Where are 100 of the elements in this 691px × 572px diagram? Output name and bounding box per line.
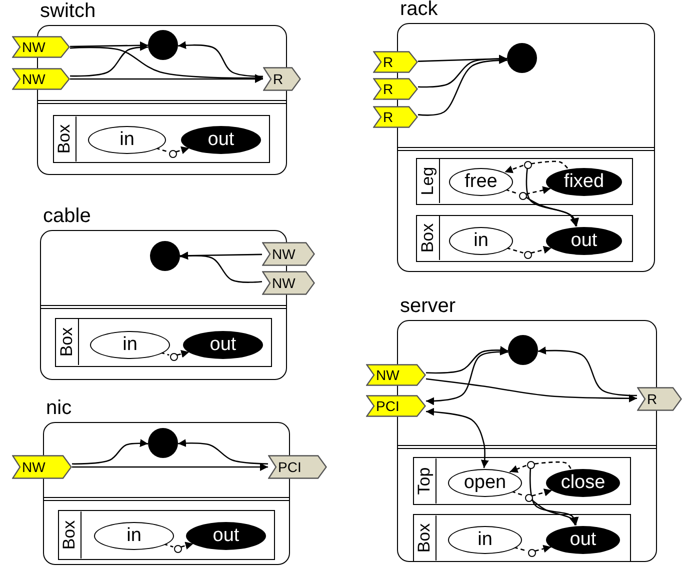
state-ellipse <box>88 126 166 154</box>
arrow <box>525 196 579 226</box>
state-label: fixed <box>564 171 604 193</box>
port-label: PCI <box>278 458 302 477</box>
arrow <box>526 186 551 195</box>
connector-line <box>160 352 170 356</box>
arrow <box>509 464 527 473</box>
port-label: R <box>383 53 394 72</box>
arrow <box>530 498 578 526</box>
junction-circle <box>528 549 536 557</box>
state-label: in <box>120 129 134 151</box>
junction-circle <box>519 192 527 200</box>
state-label: in <box>122 334 138 356</box>
arrow <box>178 439 268 464</box>
junction-circle <box>524 251 532 259</box>
connector-line <box>514 546 528 552</box>
state-label: open <box>464 472 506 494</box>
region-box <box>53 115 270 163</box>
port-tab <box>12 36 70 58</box>
state-ellipse <box>546 168 622 196</box>
port-label: NW <box>22 38 46 57</box>
state-label: in <box>474 230 488 252</box>
junction-circle <box>174 545 182 553</box>
port-tab <box>263 67 301 91</box>
junction-circle <box>527 461 535 469</box>
port-label: NW <box>376 366 400 385</box>
state-ellipse <box>448 526 522 554</box>
arrow <box>526 168 578 226</box>
state-label: out <box>210 334 236 356</box>
state-dot <box>508 335 538 365</box>
region-box <box>55 318 272 367</box>
arrow <box>72 463 268 471</box>
state-ellipse <box>183 331 263 359</box>
region-box <box>413 457 631 505</box>
state-label: out <box>208 129 234 151</box>
region-box <box>416 158 633 205</box>
region-label: Leg <box>416 159 440 203</box>
arrow <box>529 468 579 526</box>
port-label: R <box>647 390 658 409</box>
arrow <box>72 439 148 465</box>
port-tab <box>373 106 418 128</box>
state-label: out <box>212 525 240 547</box>
port-label: NW <box>272 245 296 264</box>
port-tab <box>268 455 327 479</box>
region-label: Box <box>52 116 76 161</box>
junction-circle <box>524 161 532 169</box>
port-tab <box>262 271 315 295</box>
arrow <box>426 346 508 374</box>
arrow <box>426 408 489 468</box>
arrow <box>418 54 508 63</box>
arrow <box>70 41 148 50</box>
connector-line <box>506 247 524 254</box>
port-tab <box>366 364 426 386</box>
state-ellipse <box>90 331 170 359</box>
state-dot <box>148 428 178 458</box>
state-label: free <box>464 171 498 193</box>
state-ellipse <box>546 526 620 554</box>
component-title: server <box>400 294 456 318</box>
arrow <box>176 146 190 154</box>
region-label: Box <box>54 319 78 365</box>
junction-circle <box>525 494 533 502</box>
region-label: Box <box>416 216 440 260</box>
region-box <box>58 510 275 560</box>
port-label: NW <box>22 458 46 477</box>
port-label: PCI <box>376 397 400 416</box>
state-label: in <box>478 529 492 551</box>
port-tab <box>12 68 70 90</box>
arrow <box>178 41 263 77</box>
state-ellipse <box>546 227 622 255</box>
junction-circle <box>170 353 178 361</box>
connector-line <box>505 188 518 194</box>
port-label: R <box>273 70 284 89</box>
arrow <box>180 542 194 550</box>
region-box <box>416 215 633 262</box>
port-label: R <box>383 108 394 127</box>
arrow <box>426 378 637 402</box>
state-label: out <box>570 230 598 252</box>
state-ellipse <box>449 168 513 196</box>
arrow <box>176 350 190 358</box>
arrow <box>534 544 552 553</box>
connector-line <box>530 160 568 169</box>
component-title: rack <box>400 0 438 21</box>
state-ellipse <box>448 469 522 497</box>
junction-circle <box>169 150 177 158</box>
state-ellipse <box>181 126 261 154</box>
port-label: R <box>383 80 394 99</box>
region-label: Top <box>412 458 436 503</box>
state-dot <box>150 241 180 271</box>
port-tab <box>373 51 418 73</box>
arrow <box>532 488 552 497</box>
state-dot <box>148 30 178 60</box>
port-tab <box>262 242 315 266</box>
port-tab <box>366 395 426 417</box>
port-label: NW <box>272 274 296 293</box>
port-tab <box>12 455 72 479</box>
arrow <box>70 75 263 83</box>
state-ellipse <box>186 522 266 550</box>
port-tab <box>637 387 682 411</box>
component-title: nic <box>46 396 72 420</box>
region-label: Box <box>412 515 436 560</box>
